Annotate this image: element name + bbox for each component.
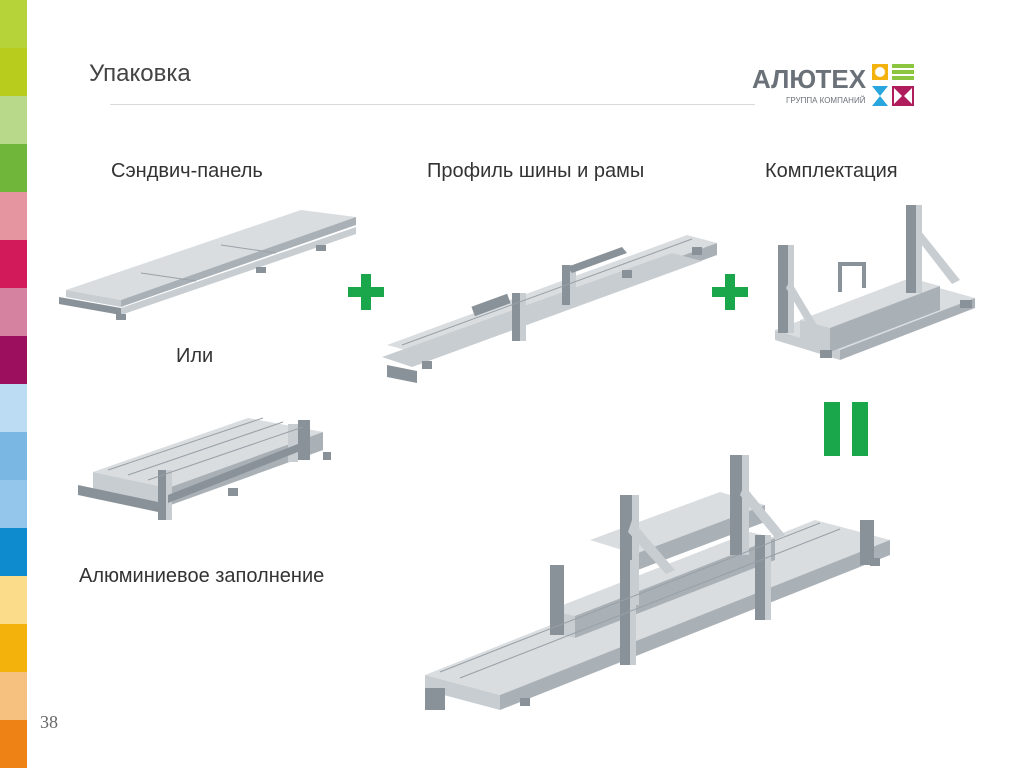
sidebar-color-block	[0, 384, 27, 432]
plus-icon	[712, 274, 748, 310]
label-aluminum-fill: Алюминиевое заполнение	[79, 565, 325, 587]
sidebar-color-block	[0, 672, 27, 720]
logo-subtitle: ГРУППА КОМПАНИЙ	[786, 96, 866, 105]
aluminum-fill-illustration	[78, 417, 331, 520]
title-divider	[110, 104, 755, 105]
plus-icon	[348, 274, 384, 310]
sidebar-color-block	[0, 528, 27, 576]
equals-icon	[824, 402, 868, 456]
company-logo: АЛЮТЕХ ГРУППА КОМПАНИЙ	[752, 58, 922, 110]
sidebar-color-strip	[0, 0, 27, 768]
sidebar-color-block	[0, 240, 27, 288]
label-or: Или	[176, 345, 214, 367]
sidebar-color-block	[0, 144, 27, 192]
logo-mark-icon	[872, 64, 914, 106]
sidebar-color-block	[0, 336, 27, 384]
label-profile: Профиль шины и рамы	[427, 160, 645, 182]
label-sandwich-panel: Сэндвич-панель	[111, 160, 263, 182]
label-kit: Комплектация	[765, 160, 898, 182]
logo-name: АЛЮТЕХ	[752, 64, 867, 94]
page-number: 38	[40, 712, 58, 732]
sidebar-color-block	[0, 48, 27, 96]
kit-illustration	[775, 205, 975, 360]
sidebar-color-block	[0, 720, 27, 768]
sidebar-color-block	[0, 624, 27, 672]
sidebar-color-block	[0, 480, 27, 528]
sidebar-color-block	[0, 96, 27, 144]
slide-title: Упаковка	[89, 60, 191, 87]
combined-package-illustration	[425, 455, 890, 710]
sidebar-color-block	[0, 432, 27, 480]
sidebar-color-block	[0, 0, 27, 48]
sidebar-color-block	[0, 576, 27, 624]
profile-illustration	[382, 235, 717, 383]
sidebar-color-block	[0, 192, 27, 240]
sidebar-color-block	[0, 288, 27, 336]
sandwich-panel-illustration	[59, 210, 356, 320]
